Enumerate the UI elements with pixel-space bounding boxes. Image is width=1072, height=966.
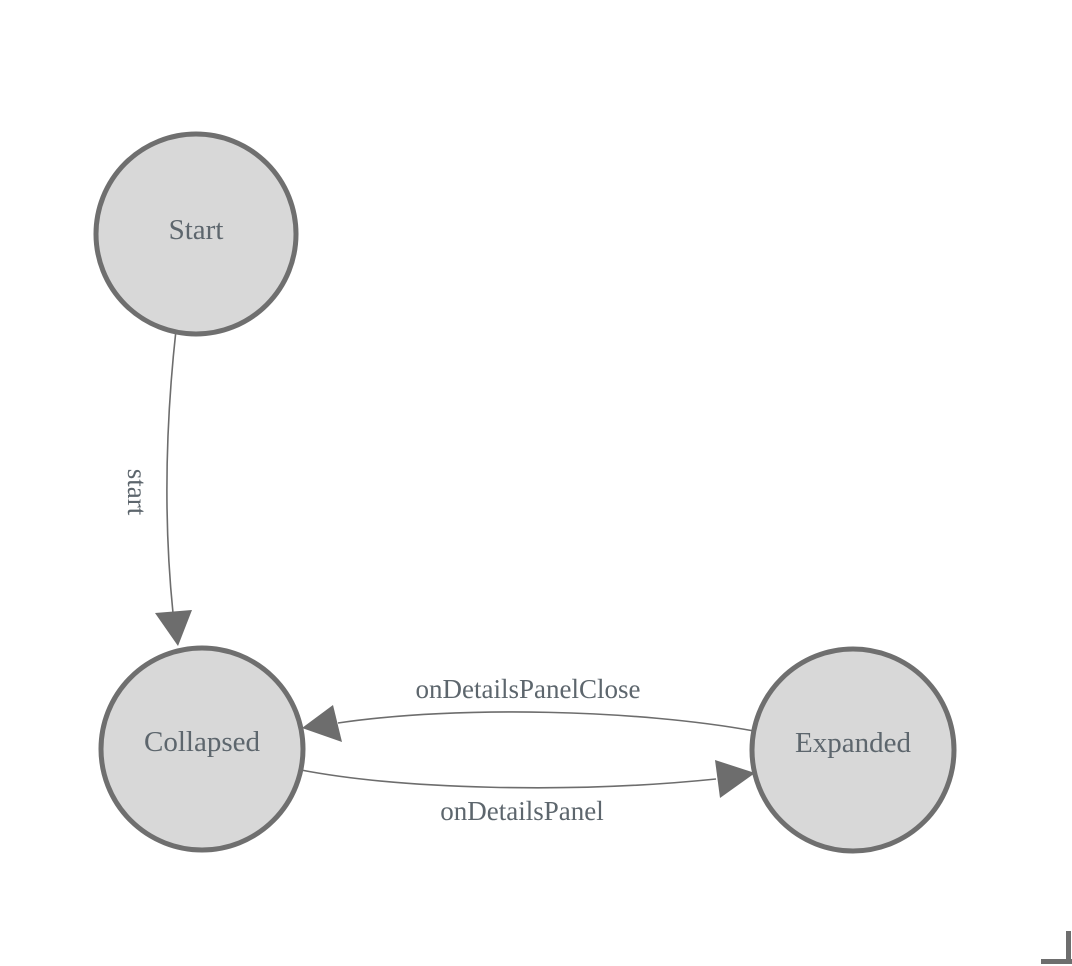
edge-label-start: start — [122, 469, 152, 516]
transition-close-line — [337, 711, 755, 732]
arrowhead-into-expanded-icon — [715, 760, 755, 798]
state-node-start[interactable]: Start — [93, 131, 299, 337]
node-label-start: Start — [169, 214, 224, 246]
edge-label-on-details-panel: onDetailsPanel — [440, 796, 603, 826]
transition-start-line — [166, 329, 177, 614]
state-circle-start[interactable] — [93, 131, 299, 337]
arrowhead-into-collapsed-top-icon — [155, 610, 192, 646]
transition-open-line — [300, 769, 717, 789]
node-label-expanded: Expanded — [795, 727, 911, 759]
state-node-expanded[interactable]: Expanded — [749, 646, 957, 854]
resize-corner-vertical-bar — [1066, 931, 1071, 964]
node-label-collapsed: Collapsed — [144, 726, 260, 758]
transition-start-to-collapsed: start — [122, 329, 192, 646]
state-circle-collapsed[interactable] — [98, 645, 306, 853]
edge-label-on-details-panel-close: onDetailsPanelClose — [416, 674, 641, 704]
resize-corner-horizontal-bar — [1041, 959, 1072, 964]
state-node-collapsed[interactable]: Collapsed — [98, 645, 306, 853]
transition-collapsed-to-expanded: onDetailsPanel — [300, 760, 755, 826]
transition-expanded-to-collapsed: onDetailsPanelClose — [302, 674, 755, 742]
arrowhead-into-collapsed-right-icon — [302, 705, 342, 742]
state-circle-expanded[interactable] — [749, 646, 957, 854]
canvas-resize-corner[interactable] — [1041, 931, 1072, 964]
